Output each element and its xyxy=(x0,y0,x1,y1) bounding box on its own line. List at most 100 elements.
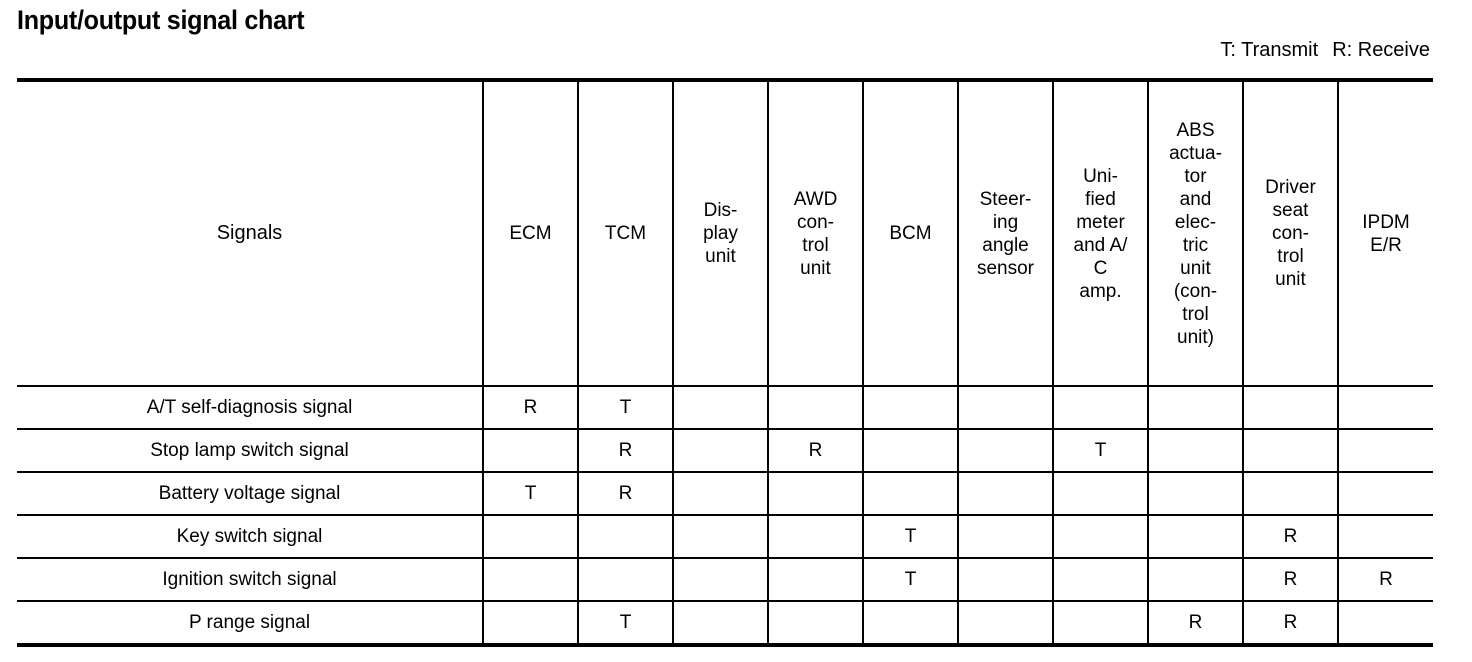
cell-bcm xyxy=(862,601,959,647)
cell-awd: R xyxy=(767,429,864,473)
cell-display xyxy=(672,515,769,559)
column-header-line: fied xyxy=(1085,188,1116,210)
cell-ipdm xyxy=(1337,386,1433,430)
column-header-line: con- xyxy=(797,211,834,233)
row-label-signal: Battery voltage signal xyxy=(17,472,484,516)
column-header-signals: Signals xyxy=(17,78,484,387)
cell-ecm: R xyxy=(482,386,579,430)
cell-ipdm xyxy=(1337,515,1433,559)
column-header-line: C xyxy=(1093,257,1108,279)
column-header-line: Uni- xyxy=(1083,165,1118,187)
column-header-line: unit xyxy=(800,257,831,279)
column-header-line: meter xyxy=(1076,211,1125,233)
column-header-line: ECM xyxy=(509,223,552,244)
column-header-line: sensor xyxy=(976,257,1035,279)
legend-receive: R: Receive xyxy=(1332,39,1430,61)
column-header-line: E/R xyxy=(1370,234,1402,256)
cell-tcm: R xyxy=(577,472,674,516)
cell-driver_seat: R xyxy=(1242,601,1339,647)
table-row: Key switch signal T R xyxy=(17,515,1433,559)
column-header-line: unit xyxy=(1275,269,1306,290)
cell-unified xyxy=(1052,472,1149,516)
cell-tcm xyxy=(577,558,674,602)
column-header-line: trol xyxy=(1277,246,1304,267)
column-header-line: unit xyxy=(705,246,736,267)
page-title: Input/output signal chart xyxy=(17,5,305,35)
column-header-line: elec- xyxy=(1174,211,1217,233)
column-header-line: (con- xyxy=(1173,280,1218,302)
column-header-line: trol xyxy=(1182,303,1209,325)
column-header-ecm: ECM xyxy=(482,78,579,387)
row-label-signal: Stop lamp switch signal xyxy=(17,429,484,473)
cell-tcm: T xyxy=(577,386,674,430)
cell-display xyxy=(672,472,769,516)
cell-bcm xyxy=(862,472,959,516)
cell-steering xyxy=(957,515,1054,559)
cell-bcm xyxy=(862,429,959,473)
cell-tcm xyxy=(577,515,674,559)
cell-abs: R xyxy=(1147,601,1244,647)
cell-steering xyxy=(957,558,1054,602)
column-header-line: TCM xyxy=(604,223,647,244)
cell-awd xyxy=(767,515,864,559)
cell-steering xyxy=(957,601,1054,647)
cell-ecm: T xyxy=(482,472,579,516)
column-header-line: con- xyxy=(1272,223,1309,244)
cell-bcm: T xyxy=(862,515,959,559)
cell-driver_seat xyxy=(1242,386,1339,430)
column-header-line: IPDM xyxy=(1362,211,1410,233)
cell-display xyxy=(672,386,769,430)
column-header-line: seat xyxy=(1272,200,1309,221)
cell-unified xyxy=(1052,386,1149,430)
cell-abs xyxy=(1147,515,1244,559)
row-label-signal: Key switch signal xyxy=(17,515,484,559)
column-header-bcm: BCM xyxy=(862,78,959,387)
cell-bcm xyxy=(862,386,959,430)
cell-steering xyxy=(957,472,1054,516)
cell-ecm xyxy=(482,601,579,647)
column-header-line: unit) xyxy=(1177,326,1214,348)
cell-ecm xyxy=(482,558,579,602)
cell-steering xyxy=(957,386,1054,430)
cell-ipdm: R xyxy=(1337,558,1433,602)
row-label-signal: Ignition switch signal xyxy=(17,558,484,602)
column-header-line: ing xyxy=(992,211,1019,233)
cell-ecm xyxy=(482,429,579,473)
cell-unified xyxy=(1052,601,1149,647)
cell-ipdm xyxy=(1337,472,1433,516)
column-header-tcm: TCM xyxy=(577,78,674,387)
cell-display xyxy=(672,601,769,647)
column-header-line: unit xyxy=(1180,257,1211,279)
cell-driver_seat xyxy=(1242,472,1339,516)
cell-awd xyxy=(767,558,864,602)
column-header-line: trol xyxy=(802,234,829,256)
cell-driver_seat xyxy=(1242,429,1339,473)
column-header-line: tor xyxy=(1184,165,1207,187)
cell-ecm xyxy=(482,515,579,559)
cell-driver_seat: R xyxy=(1242,515,1339,559)
cell-tcm: R xyxy=(577,429,674,473)
cell-ipdm xyxy=(1337,429,1433,473)
column-header-line: Driver xyxy=(1265,177,1316,198)
column-header-line: AWD xyxy=(793,188,838,210)
cell-awd xyxy=(767,472,864,516)
row-label-signal: A/T self-diagnosis signal xyxy=(17,386,484,430)
cell-abs xyxy=(1147,558,1244,602)
column-header-line: play xyxy=(703,223,738,244)
column-header-line: and xyxy=(1179,188,1212,210)
